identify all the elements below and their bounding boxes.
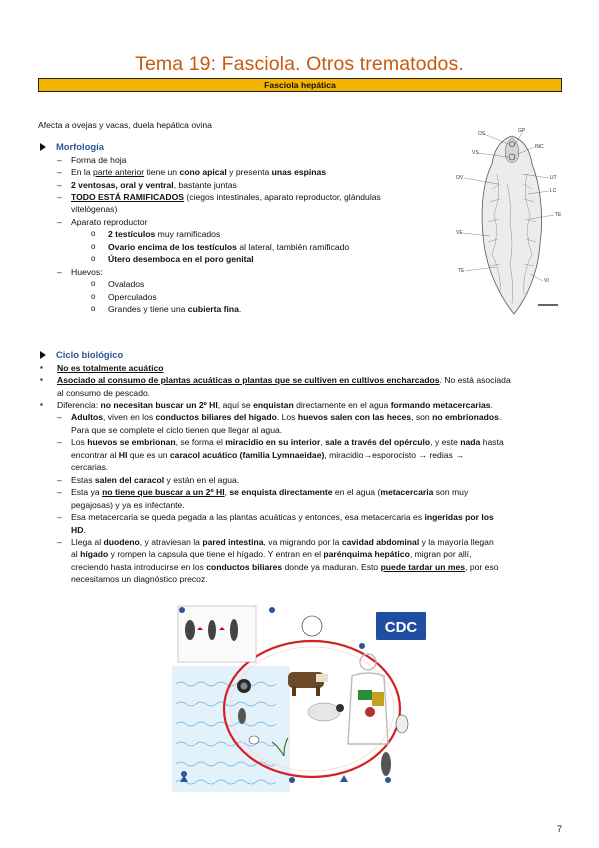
list-item: Asociado al consumo de plantas acuáticas…: [38, 374, 568, 399]
label-ov: OV: [456, 175, 464, 181]
intro-text: Afecta a ovejas y vacas, duela hepática …: [38, 120, 212, 130]
page-title: Tema 19: Fasciola. Otros trematodos.: [135, 53, 464, 75]
label-te-left: TE: [458, 268, 465, 274]
hhs-seal-icon: [301, 615, 323, 637]
list-item: Huevos:: [38, 266, 458, 279]
list-item: Ovario encima de los testículos al later…: [38, 241, 458, 253]
life-cycle-section: Ciclo biológico No es totalmente acuátic…: [38, 348, 568, 586]
morphology-section: Morfología Forma de hoja En la parte ant…: [38, 140, 458, 316]
list-item: TODO ESTÁ RAMIFICADOS (ciegos intestinal…: [38, 191, 458, 216]
list-item: 2 testículos muy ramificados: [38, 228, 458, 240]
fasciola-anatomy-figure: OS GP VS INC OV UT LC TE VE TE VI: [456, 128, 562, 315]
morphology-heading: Morfología: [38, 140, 458, 154]
arrow-bullet-icon: [40, 350, 46, 359]
page-number: 7: [557, 824, 563, 834]
list-item: Diferencia: no necesitan buscar un 2º HI…: [38, 399, 568, 411]
label-lc: LC: [550, 188, 557, 194]
list-item: Llega al duodeno, y atraviesan la pared …: [38, 536, 568, 586]
life-cycle-diagram: CDC: [172, 604, 432, 792]
label-os: OS: [478, 131, 486, 137]
list-item: 2 ventosas, oral y ventral, bastante jun…: [38, 179, 458, 192]
section-banner: Fasciola hepática: [38, 78, 562, 92]
list-item: Aparato reproductor: [38, 216, 458, 229]
list-item: Útero desemboca en el poro genital: [38, 253, 458, 265]
list-item: No es totalmente acuático: [38, 362, 568, 374]
arrow-bullet-icon: [40, 142, 46, 151]
list-item: En la parte anterior tiene un cono apica…: [38, 166, 458, 179]
human-outline-icon: [347, 653, 389, 745]
list-item: Esa metacercaria se queda pegada a las p…: [38, 511, 568, 536]
list-item: Ovalados: [38, 278, 458, 290]
label-gp: GP: [518, 128, 526, 134]
life-cycle-heading: Ciclo biológico: [38, 348, 568, 362]
label-te-right: TE: [555, 212, 562, 218]
list-item: Estas salen del caracol y están en el ag…: [38, 474, 568, 487]
list-item: Los huevos se embrionan, se forma el mir…: [38, 436, 568, 473]
list-item: Esta ya no tiene que buscar a un 2º HI, …: [38, 486, 568, 511]
label-ut: UT: [550, 175, 557, 181]
list-item: Forma de hoja: [38, 154, 458, 167]
label-vs: VS: [472, 150, 479, 156]
list-item: Operculados: [38, 291, 458, 303]
sheep-icon: [307, 702, 344, 722]
label-inc: INC: [535, 144, 544, 150]
cdc-logo: CDC: [385, 619, 418, 636]
list-item: Adultos, viven en los conductos biliares…: [38, 411, 568, 436]
label-vi: VI: [544, 278, 549, 284]
cow-icon: [288, 672, 328, 696]
label-ve: VE: [456, 230, 463, 236]
list-item: Grandes y tiene una cubierta fina.: [38, 303, 458, 315]
